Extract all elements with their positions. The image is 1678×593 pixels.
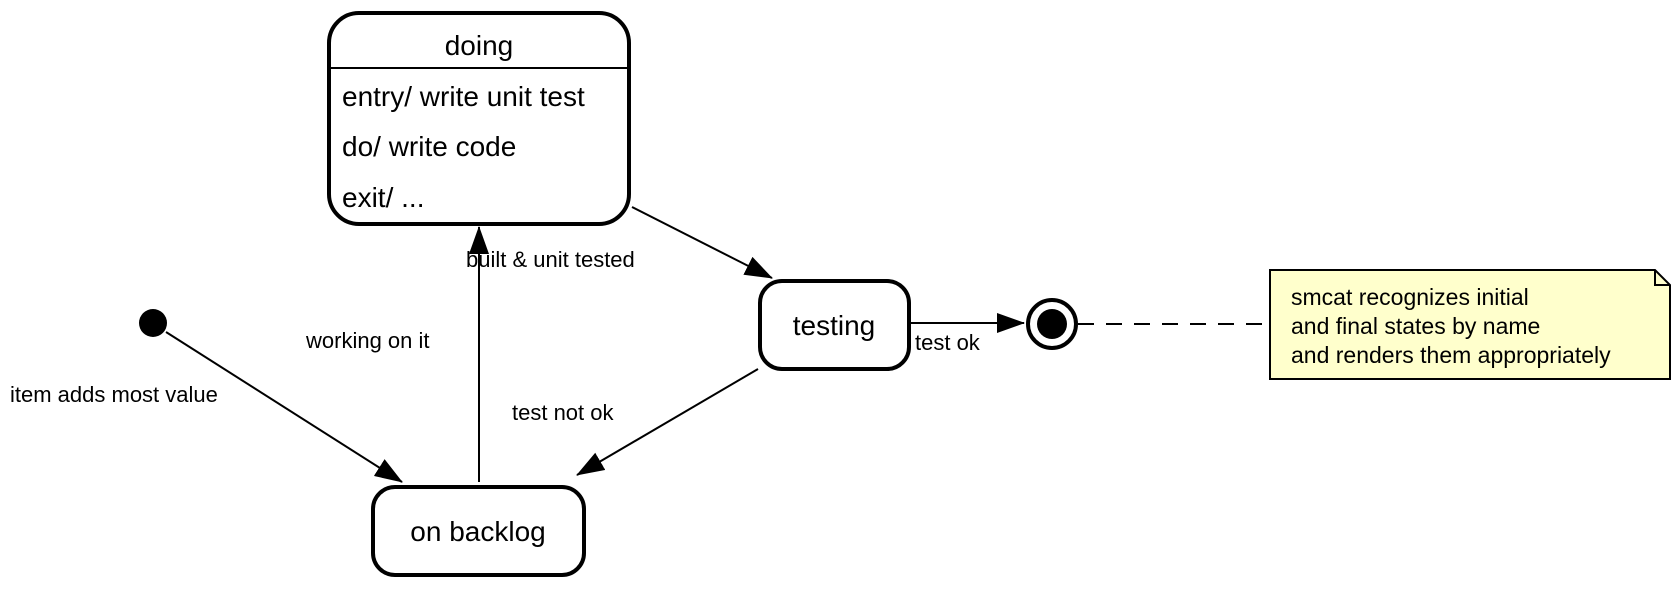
note-line-1: smcat recognizes initial xyxy=(1291,284,1529,310)
note-line-3: and renders them appropriately xyxy=(1291,342,1611,368)
transition-initial-to-backlog xyxy=(165,331,403,483)
label-built-unit-tested: built & unit tested xyxy=(466,247,635,272)
note-line-2: and final states by name xyxy=(1291,313,1540,339)
state-doing-title: doing xyxy=(445,30,514,61)
state-testing: testing xyxy=(758,279,911,371)
note: smcat recognizes initial and final state… xyxy=(1269,269,1671,380)
transition-testing-to-backlog xyxy=(576,368,759,476)
label-test-ok: test ok xyxy=(915,330,981,355)
label-item-adds-most-value: item adds most value xyxy=(10,382,218,407)
label-test-not-ok: test not ok xyxy=(512,400,615,425)
state-doing-exit-activity: exit/ ... xyxy=(342,182,424,213)
final-state-marker xyxy=(1026,298,1078,350)
label-working-on-it: working on it xyxy=(305,328,430,353)
state-doing-entry-activity: entry/ write unit test xyxy=(342,81,585,112)
state-doing: doing entry/ write unit test do/ write c… xyxy=(327,11,631,226)
state-doing-do-activity: do/ write code xyxy=(342,131,516,162)
transition-doing-to-testing xyxy=(631,206,773,279)
initial-state-marker xyxy=(139,309,167,337)
state-on-backlog: on backlog xyxy=(371,485,586,577)
state-testing-title: testing xyxy=(793,310,876,341)
state-on-backlog-title: on backlog xyxy=(410,516,545,547)
